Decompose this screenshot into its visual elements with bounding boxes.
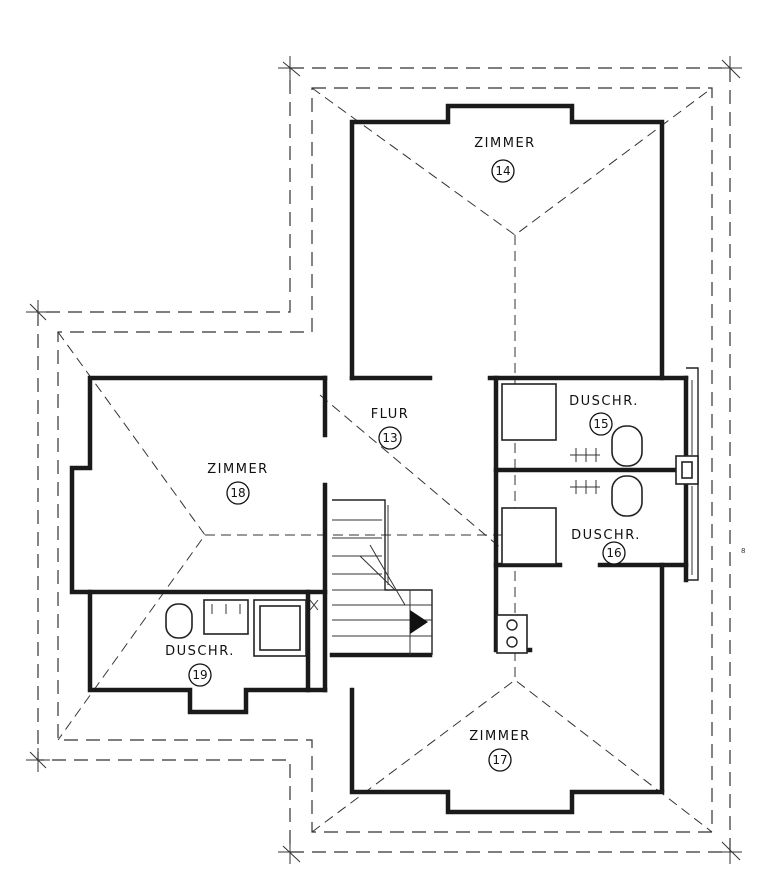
- bathroom-fixtures-right: [496, 383, 643, 654]
- room-label: DUSCHR.: [165, 644, 235, 659]
- room-zimmer-17: ZIMMER 17: [469, 729, 530, 772]
- room-duschr-15: DUSCHR. 15: [569, 394, 639, 436]
- roof-outline: [26, 56, 742, 864]
- room-label: ZIMMER: [469, 729, 530, 744]
- bathroom-fixtures-left: [165, 599, 319, 657]
- room-number: 15: [593, 417, 608, 431]
- room-zimmer-18: ZIMMER 18: [207, 462, 268, 505]
- room-number: 16: [606, 546, 621, 560]
- room-label: FLUR: [371, 407, 410, 422]
- room-flur-13: FLUR 13: [371, 407, 410, 450]
- roof-hip-lines: [57, 87, 713, 833]
- room-duschr-19: DUSCHR. 19: [165, 644, 235, 687]
- room-number: 19: [192, 668, 207, 682]
- room-label: DUSCHR.: [571, 528, 641, 543]
- exterior-details: [675, 367, 699, 581]
- room-label: DUSCHR.: [569, 394, 639, 409]
- room-zimmer-14: ZIMMER 14: [474, 136, 535, 183]
- room-number: 17: [492, 753, 507, 767]
- room-number: 14: [495, 164, 510, 178]
- room-duschr-16: DUSCHR. 16: [571, 528, 641, 565]
- staircase: [332, 499, 433, 655]
- room-number: 13: [382, 431, 397, 445]
- walls: [69, 103, 689, 815]
- margin-note: 8: [741, 547, 745, 555]
- room-number: 18: [230, 486, 245, 500]
- room-label: ZIMMER: [207, 462, 268, 477]
- room-label: ZIMMER: [474, 136, 535, 151]
